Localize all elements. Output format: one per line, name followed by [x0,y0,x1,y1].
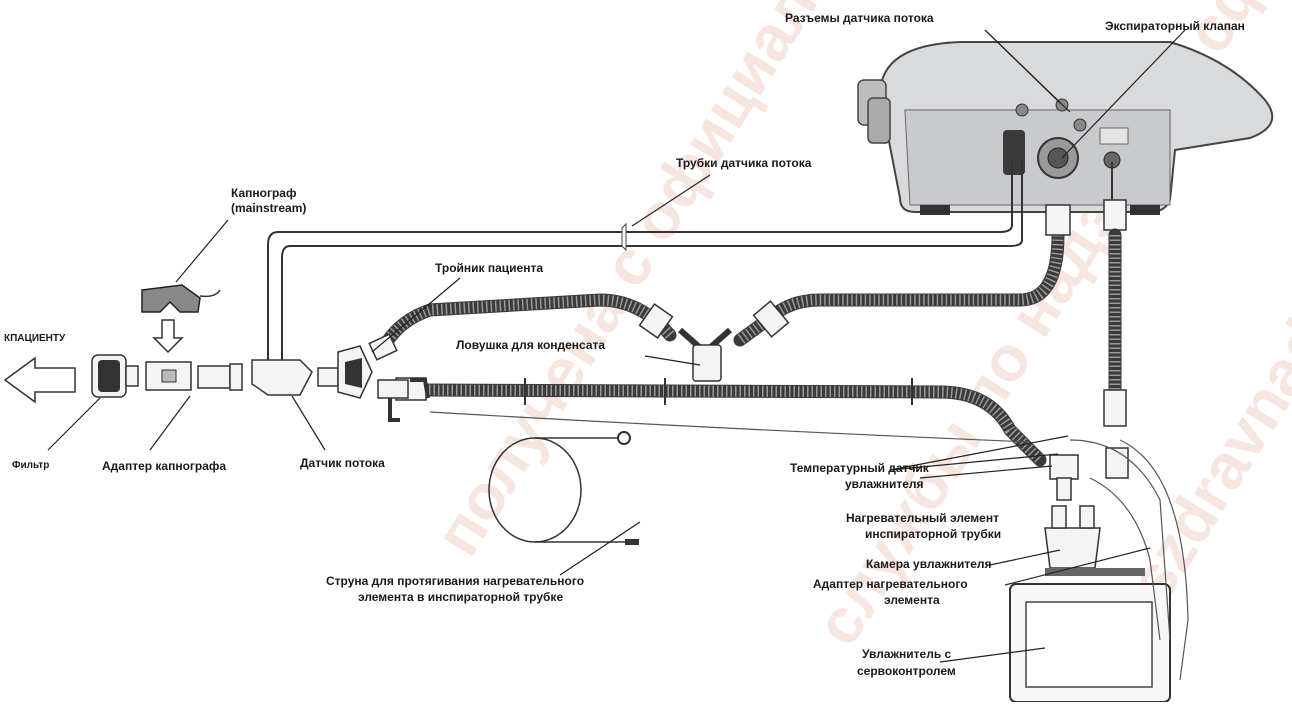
label-capnograph-adapter: Адаптер капнографа [102,459,226,473]
label-heating-element: Нагревательный элемент [846,511,999,525]
expiratory-limb [385,205,1070,345]
ventilator-unit [858,42,1272,215]
leader-flow-sensor [292,396,325,450]
leader-condensate-trap [645,356,700,365]
humidifier-chamber [1045,528,1100,568]
label-humidifier-chamber: Камера увлажнителя [866,557,992,571]
condensate-trap [680,330,730,381]
leader-capnograph-adapter [150,396,190,450]
leader-capnograph [176,220,228,282]
label-patient-tee: Тройник пациента [435,261,543,275]
label-to-patient: КПАЦИЕНТУ [4,333,66,344]
label-heating-element-2: инспираторной трубки [865,527,1001,541]
label-flow-sensor: Датчик потока [300,456,385,470]
patient-side-assembly [5,285,428,420]
label-heater-string: Струна для протягивания нагревательного [326,574,584,588]
label-heater-adapter-2: элемента [884,593,940,607]
label-servo-humidifier: Увлажнитель с [862,647,952,661]
label-flow-sensor-tubes: Трубки датчика потока [676,156,812,170]
label-capnograph-mainstream: (mainstream) [231,201,306,215]
label-humidifier-temp-sensor: Температурный датчик [790,461,930,475]
leader-filter [48,398,100,450]
label-flow-sensor-connectors: Разъемы датчика потока [785,11,934,25]
label-servo-humidifier-2: сервоконтролем [857,664,956,678]
humidifier-supply-hose [1104,162,1128,478]
label-heater-adapter: Адаптер нагревательного [813,577,968,591]
label-expiratory-valve: Экспираторный клапан [1105,19,1245,33]
capnograph-device [142,285,200,312]
label-filter: Фильтр [12,460,49,471]
label-humidifier-temp-sensor-2: увлажнителя [845,477,924,491]
to-patient-arrow [5,358,75,402]
label-heater-string-2: элемента в инспираторной трубке [358,590,563,604]
flow-sensor-part [252,360,312,395]
label-capnograph: Капнограф [231,186,297,200]
label-condensate-trap: Ловушка для конденсата [456,338,605,352]
leader-heater-string [560,522,640,575]
